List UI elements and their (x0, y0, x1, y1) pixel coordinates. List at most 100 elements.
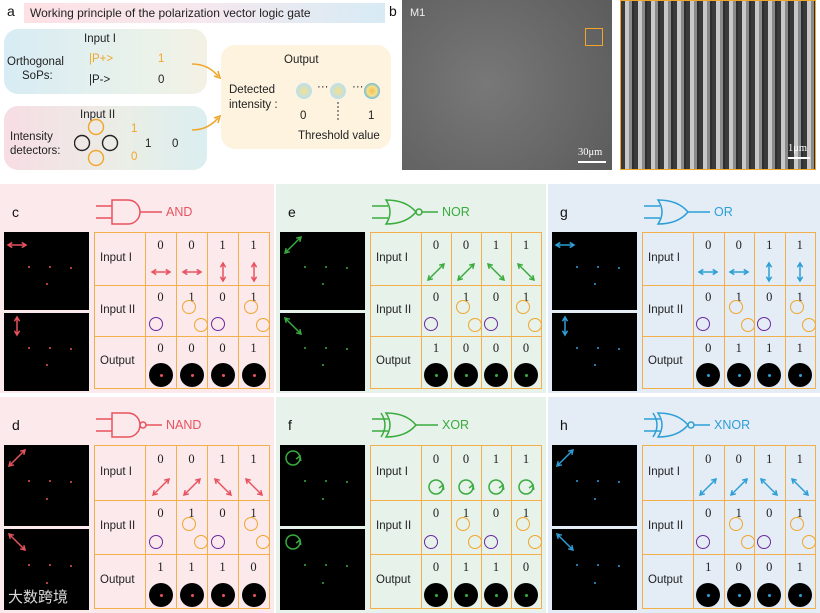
row-label-input2: Input II (100, 303, 136, 316)
input2-detector-circle (516, 517, 530, 532)
output-spot (757, 363, 782, 388)
input2-detector-circle (789, 517, 804, 532)
output-value: 0 (766, 559, 773, 574)
input1-value: 0 (157, 451, 164, 466)
output-value: 0 (432, 559, 440, 574)
input2-detector-circle (757, 534, 772, 549)
output-spot-dot (190, 374, 194, 378)
output-spot-dot (707, 593, 711, 597)
row-label-input1: Input I (376, 251, 408, 264)
row-label-input2: Input II (376, 520, 412, 532)
table-col-divider (723, 446, 725, 608)
gate-symbol-or-icon (644, 199, 710, 225)
input2-detector-circle-2 (255, 535, 270, 550)
input2-value: 0 (766, 505, 773, 520)
output-spot (148, 363, 173, 388)
camera-image-2 (280, 529, 365, 610)
input2-value: 1 (250, 289, 257, 304)
detector-left-circle (74, 134, 91, 152)
input1-value: 1 (492, 451, 500, 466)
input1-value: 1 (522, 237, 530, 252)
detector-spot (70, 267, 72, 270)
output-spot-dot (707, 374, 711, 378)
output-spot (484, 363, 508, 388)
input2-detector-circle (181, 517, 196, 532)
row-label-output: Output (648, 355, 683, 368)
detector-spot (70, 481, 72, 484)
input2-detector-circle-2 (740, 535, 755, 550)
input1-value: 0 (157, 237, 164, 252)
table-row-divider (95, 500, 269, 501)
output-spot (210, 582, 235, 607)
m1-label: M1 (410, 7, 426, 19)
input1-polarization-arrow-icon (729, 477, 748, 496)
polarization-arrow-icon (285, 534, 302, 550)
table-row-divider (643, 284, 815, 286)
input1-value: 0 (432, 237, 440, 252)
input1-polarization-arrow-icon (426, 262, 446, 281)
detector-spot (618, 267, 620, 270)
intensity-label: Intensity (10, 131, 53, 143)
output-spot-dot (768, 374, 772, 378)
input1-polarization-arrow-icon (182, 477, 201, 496)
detector-spot (28, 480, 30, 483)
output-spot (787, 582, 812, 607)
spot-dim (296, 83, 312, 99)
p-plus-label: |P+> (89, 53, 114, 65)
ellipsis-2: ··· (352, 81, 364, 93)
detector-spot (49, 266, 51, 269)
input1-polarization-arrow-icon (488, 478, 505, 495)
input1-value: 1 (219, 237, 226, 252)
output-zero: 0 (300, 110, 307, 122)
output-spot (454, 363, 478, 388)
input1-value: 1 (796, 237, 803, 252)
output-value: 0 (492, 341, 500, 356)
input2-value: 1 (462, 289, 470, 304)
row-label-input1: Input I (648, 251, 680, 264)
table-col-divider (176, 446, 177, 608)
input2-detector-circle-2 (193, 535, 208, 550)
panel-label-c: c (12, 204, 19, 220)
input2-detector-circle (456, 300, 470, 315)
detector-spot (46, 581, 48, 584)
input1-polarization-arrow-icon (428, 478, 445, 495)
table-col-divider (421, 446, 422, 608)
detector-spot (46, 282, 48, 285)
table-row-divider (643, 500, 815, 501)
detector-icons (74, 118, 119, 167)
input1-polarization-arrow-icon (181, 268, 202, 275)
output-spot-dot (495, 593, 498, 597)
output-value: 1 (735, 341, 742, 356)
spot-bright (364, 83, 380, 99)
output-value: 1 (188, 559, 195, 574)
row-label-input2: Input II (376, 303, 412, 316)
camera-image-1 (280, 445, 365, 526)
output-value: 1 (705, 559, 712, 574)
gate-name-nand: NAND (166, 418, 202, 432)
spot-mid (330, 83, 346, 99)
table-col-divider (451, 446, 452, 608)
polarization-arrow-icon (285, 450, 302, 466)
output-spot (241, 363, 266, 388)
panel-label-a: a (7, 3, 15, 19)
table-row-divider (371, 336, 541, 338)
input2-detector-circle (243, 517, 258, 532)
camera-image-1 (280, 232, 365, 310)
input2-detector-circle-2 (468, 318, 482, 333)
intensity-colon-label: intensity : (229, 99, 278, 111)
output-spot (241, 582, 266, 607)
detector-spot (49, 347, 51, 350)
input1-value: 1 (766, 451, 773, 466)
panel-label-h: h (560, 417, 568, 433)
detector-spot (346, 348, 348, 351)
panel-label-e: e (288, 204, 296, 220)
output-spot (726, 582, 751, 607)
detector-spot (346, 481, 348, 484)
camera-image-2 (552, 529, 637, 610)
input1-box (4, 29, 207, 94)
row-label-input2: Input II (648, 520, 684, 532)
